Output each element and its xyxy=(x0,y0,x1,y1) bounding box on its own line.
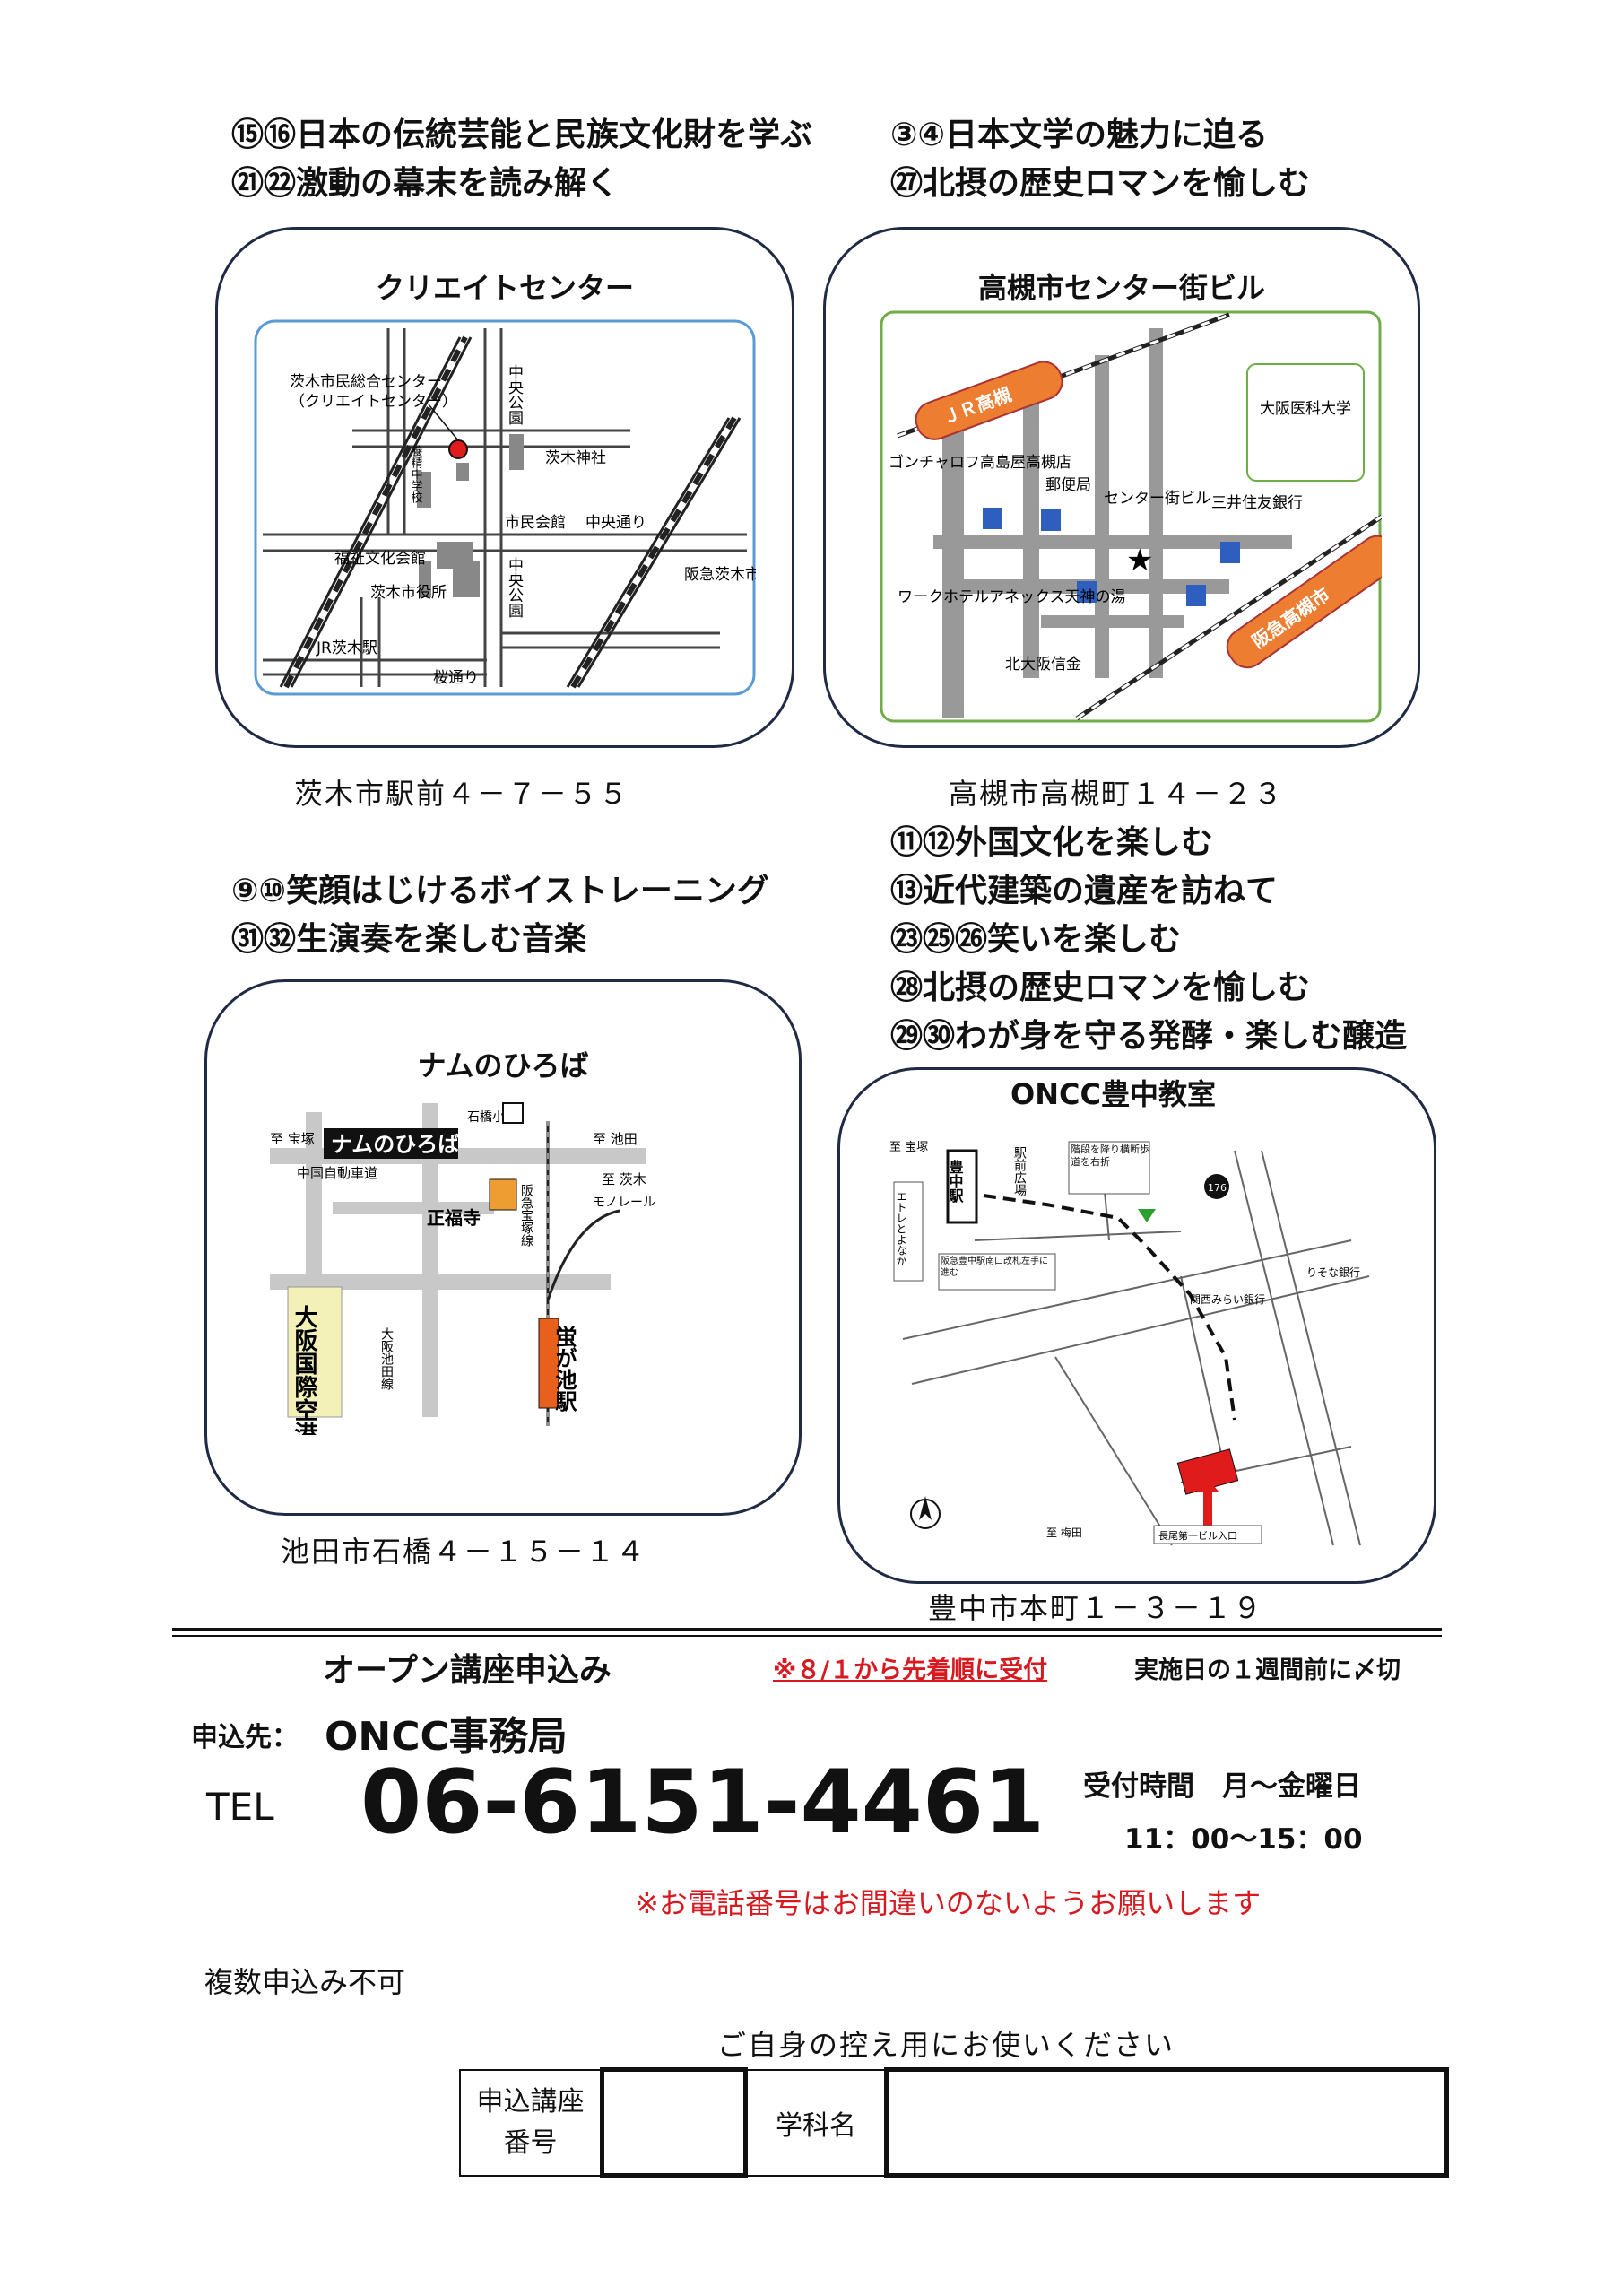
course-title: ⑮⑯日本の伝統芸能と民族文化財を学ぶ xyxy=(231,117,813,153)
divider xyxy=(172,1628,1442,1631)
map-panel-oncc: 豊中駅 至 宝塚 駅前広場 階段を降り横断歩道を右折 阪急豊中駅南口改札左手に進… xyxy=(837,1067,1436,1584)
map-panel-create-center: クリエイトセンター 茨木市民総合センター （クリエイトセンター） 中央公園 養精… xyxy=(215,227,794,748)
star-icon: ★ xyxy=(1126,543,1153,578)
map-label: 中央通り xyxy=(585,514,646,532)
map-label: 阪急豊中駅南口改札左手に進む xyxy=(941,1257,1048,1278)
map-label: 三井住友銀行 xyxy=(1211,494,1303,512)
course-title: ㉑㉒激動の幕末を読み解く xyxy=(231,165,620,202)
map-label: 至 池田 xyxy=(593,1131,638,1147)
course-title: ㉗北摂の歴史ロマンを愉しむ xyxy=(890,165,1311,202)
map-label: 中国自動車道 xyxy=(297,1165,377,1181)
map-namu: ナムのひろば 石橋小 至 宝塚 至 池田 至 茨木 中国自動車道 正福寺 阪急宝… xyxy=(270,1102,655,1435)
map-takatsuki: ＪＲ高槻 阪急高槻市 大阪医科大学 ★ ゴンチャロフ高島屋高槻店 郵便局 センタ… xyxy=(880,310,1382,723)
course-name-field[interactable] xyxy=(884,2067,1449,2178)
map-label: 蛍が池駅 xyxy=(551,1326,577,1413)
map-label: 176 xyxy=(1208,1182,1227,1194)
course-title: ⑬近代建築の遺産を訪ねて xyxy=(890,873,1279,909)
application-control-table: 申込講座 番号 学科名 xyxy=(459,2067,1449,2178)
venue-address: 高槻市高槻町１４－２３ xyxy=(949,777,1285,811)
course-title: ⑨⑩笑顔はじけるボイストレーニング xyxy=(231,873,769,909)
map-label: 大阪医科大学 xyxy=(1260,400,1351,418)
map-label: 至 茨木 xyxy=(602,1171,646,1187)
course-title: ③④日本文学の魅力に迫る xyxy=(890,117,1268,153)
map-create-center: 茨木市民総合センター （クリエイトセンター） 中央公園 養精中学校 茨木神社 市… xyxy=(254,319,756,696)
map-label: 至 宝塚 xyxy=(270,1131,315,1147)
keep-note: ご自身の控え用にお使いください xyxy=(717,2028,1175,2062)
application-heading: オープン講座申込み xyxy=(323,1652,612,1689)
hours-label: 受付時間 月～金曜日 xyxy=(1083,1770,1361,1803)
map-label: ナムのひろば xyxy=(331,1132,459,1157)
venue-title: ナムのひろば xyxy=(417,1048,589,1083)
map-label: 福祉文化会館 xyxy=(334,550,426,568)
map-label: 茨木市民総合センター xyxy=(290,373,442,391)
map-label: 正福寺 xyxy=(427,1207,481,1229)
hours: 11：00～15：00 xyxy=(1124,1823,1363,1856)
course-title: ㉙㉚わが身を守る発酵・楽しむ醸造 xyxy=(890,1018,1408,1055)
label-line: 申込講座 xyxy=(476,2085,585,2118)
application-notice: ※８/１から先着順に受付 xyxy=(773,1657,1048,1684)
map-label: モノレール xyxy=(593,1196,655,1210)
destination: ONCC事務局 xyxy=(325,1714,568,1760)
application-deadline: 実施日の１週間前に〆切 xyxy=(1134,1657,1401,1684)
course-name-label: 学科名 xyxy=(744,2068,888,2177)
course-list-top-right: ③④日本文学の魅力に迫る ㉗北摂の歴史ロマンを愉しむ xyxy=(890,111,1310,208)
map-label: 郵便局 xyxy=(1045,476,1091,494)
course-list-mid-left: ⑨⑩笑顔はじけるボイストレーニング ㉛㉜生演奏を楽しむ音楽 xyxy=(231,867,769,964)
map-label: 阪急茨木市駅 xyxy=(684,566,756,584)
map-label: 豊中駅 xyxy=(947,1159,965,1204)
course-list-top-left: ⑮⑯日本の伝統芸能と民族文化財を学ぶ ㉑㉒激動の幕末を読み解く xyxy=(231,111,812,208)
map-label: 中央公園 xyxy=(505,557,524,618)
map-label: 茨木市役所 xyxy=(370,584,447,602)
map-label: センター街ビル xyxy=(1104,490,1210,508)
map-label: 中央公園 xyxy=(505,364,524,425)
map-label: 関西みらい銀行 xyxy=(1190,1293,1265,1306)
course-title: ㉘北摂の歴史ロマンを愉しむ xyxy=(890,970,1311,1006)
course-number-field[interactable] xyxy=(600,2067,748,2178)
venue-address: 池田市石橋４－１５－１４ xyxy=(281,1535,647,1569)
map-label: 阪急宝塚線 xyxy=(519,1184,533,1247)
map-label: ワークホテルアネックス天神の湯 xyxy=(898,588,1126,606)
tel-label: TEL xyxy=(206,1785,274,1829)
map-label: 養精中学校 xyxy=(409,444,423,503)
map-label: 茨木神社 xyxy=(545,449,606,467)
map-label: ゴンチャロフ高島屋高槻店 xyxy=(889,453,1071,472)
course-title: ㉛㉜生演奏を楽しむ音楽 xyxy=(231,921,587,958)
map-label: 石橋小 xyxy=(467,1110,505,1125)
map-label: 階段を降り横断歩道を右折 xyxy=(1071,1144,1149,1168)
map-label: 大阪池田線 xyxy=(379,1327,394,1390)
map-panel-namu: ナムのひろば ナムのひろば 石橋小 至 宝塚 至 池田 至 茨木 中国自動車道 … xyxy=(204,979,802,1516)
map-label: 駅前広場 xyxy=(1012,1146,1027,1196)
map-label: 至 宝塚 xyxy=(889,1141,928,1154)
map-label: エトレとよなか xyxy=(895,1191,907,1266)
map-panel-takatsuki: 高槻市センター街ビル ＪＲ高槻 阪急高槻市 大阪医科大学 ★ ゴンチャロフ高島屋 xyxy=(823,227,1420,748)
multiple-notice: 複数申込み不可 xyxy=(204,1965,406,1999)
venue-title: 高槻市センター街ビル xyxy=(977,271,1265,305)
divider xyxy=(172,1635,1442,1637)
phone-number[interactable]: 06-6151-4461 xyxy=(360,1752,1045,1854)
destination-label: 申込先： xyxy=(191,1722,299,1753)
venue-title: クリエイトセンター xyxy=(375,271,634,305)
course-number-label: 申込講座 番号 xyxy=(459,2068,603,2177)
map-label: 北大阪信金 xyxy=(1005,656,1081,674)
map-label: 大阪国際空港 xyxy=(291,1305,317,1435)
course-title: ⑪⑫外国文化を楽しむ xyxy=(890,824,1214,861)
venue-title: ONCC豊中教室 xyxy=(1010,1077,1216,1111)
label-line: 番号 xyxy=(503,2126,558,2159)
course-list-mid-right: ⑪⑫外国文化を楽しむ ⑬近代建築の遺産を訪ねて ㉓㉕㉖笑いを楽しむ ㉘北摂の歴史… xyxy=(890,819,1407,1061)
map-label: 長尾第一ビル入口 xyxy=(1158,1529,1237,1542)
map-label: 市民会館 xyxy=(505,514,566,532)
venue-address: 茨木市駅前４－７－５５ xyxy=(294,777,630,811)
compass-icon xyxy=(919,1496,932,1520)
venue-address: 豊中市本町１－３－１９ xyxy=(928,1591,1264,1625)
map-label: りそな銀行 xyxy=(1306,1266,1360,1279)
map-label: JR茨木駅 xyxy=(316,639,377,657)
map-oncc: 豊中駅 至 宝塚 駅前広場 階段を降り横断歩道を右折 阪急豊中駅南口改札左手に進… xyxy=(889,1141,1370,1546)
map-label: 桜通り xyxy=(433,669,479,687)
map-label: 至 梅田 xyxy=(1046,1526,1082,1539)
course-title: ㉓㉕㉖笑いを楽しむ xyxy=(890,921,1182,958)
map-label: （クリエイトセンター） xyxy=(290,393,457,411)
phone-caution: ※お電話番号はお間違いのないようお願いします xyxy=(635,1886,1262,1920)
